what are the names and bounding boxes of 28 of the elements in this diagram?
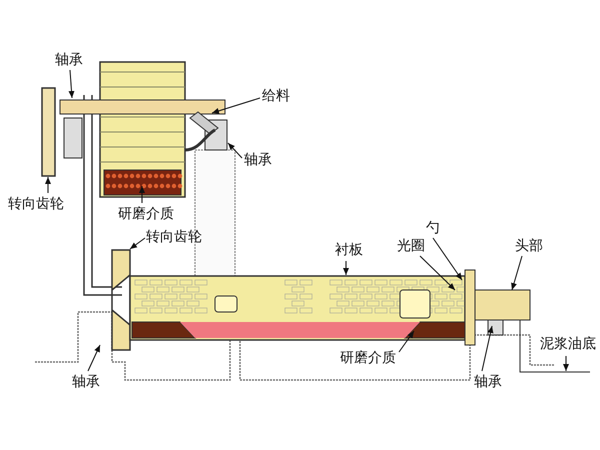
- part-label: 转向齿轮: [146, 229, 202, 245]
- leader-line: [228, 142, 242, 158]
- leader-line: [88, 344, 100, 372]
- leader-line: [139, 186, 145, 204]
- part-label: 泥浆油底: [540, 336, 596, 352]
- leader-line: [420, 256, 456, 290]
- part-label: 研磨介质: [118, 206, 174, 222]
- part-label: 勺: [426, 220, 440, 236]
- leader-line: [432, 238, 462, 280]
- part-label: 给料: [262, 88, 290, 104]
- leader-line: [563, 356, 569, 372]
- leader-line: [511, 256, 522, 290]
- part-label: 光圈: [397, 238, 425, 254]
- leader-line: [130, 238, 146, 250]
- leader-line: [212, 98, 260, 114]
- part-label: 研磨介质: [340, 350, 396, 366]
- part-label: 衬板: [335, 242, 363, 258]
- leader-line: [482, 326, 494, 372]
- part-label: 头部: [515, 238, 543, 254]
- part-label: 轴承: [474, 374, 502, 390]
- part-label: 轴承: [244, 152, 272, 168]
- leader-line: [68, 70, 74, 98]
- leader-line: [398, 330, 414, 352]
- leader-line: [343, 260, 349, 276]
- part-label: 轴承: [55, 52, 83, 68]
- part-label: 转向齿轮: [8, 196, 64, 212]
- leader-line: [45, 176, 51, 194]
- part-label: 轴承: [72, 374, 100, 390]
